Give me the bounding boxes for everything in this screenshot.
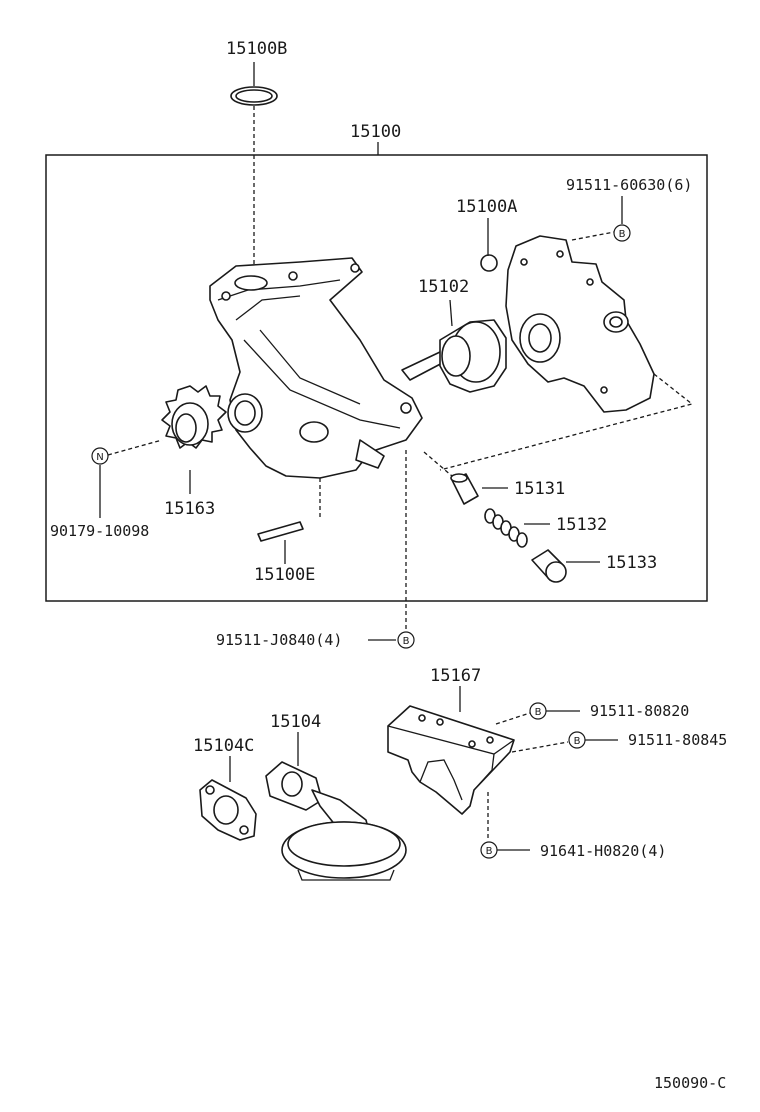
- pump-body-part: [209, 257, 423, 479]
- bolt-symbol-j0840: B: [397, 631, 415, 649]
- label-91511-60630: 91511-60630(6): [566, 176, 692, 194]
- cover-bolt-dash: [571, 231, 615, 241]
- bolt-80845-dash: [511, 741, 569, 753]
- bolt-80820-dash: [495, 712, 531, 725]
- bracket-part: [387, 705, 515, 815]
- label-15102: 15102: [418, 277, 469, 297]
- label-15131: 15131: [514, 479, 565, 499]
- relief-valve-end: [450, 473, 468, 483]
- bolt-symbol-80845: B: [568, 731, 586, 749]
- label-90179-10098: 90179-10098: [50, 522, 149, 540]
- label-15132: 15132: [556, 515, 607, 535]
- label-15163: 15163: [164, 499, 215, 519]
- pin-part: [257, 521, 304, 542]
- label-15100A: 15100A: [456, 197, 517, 217]
- cover-align-dash: [439, 373, 694, 471]
- o-ring-inner: [235, 89, 273, 103]
- svg-text:B: B: [574, 736, 581, 747]
- sprocket-part: [161, 385, 227, 449]
- svg-text:B: B: [619, 229, 626, 240]
- gasket-part: [199, 779, 257, 841]
- strainer-part: [265, 761, 407, 881]
- svg-text:B: B: [486, 846, 493, 857]
- label-15104: 15104: [270, 712, 321, 732]
- label-15100: 15100: [350, 122, 401, 142]
- label-91511-J0840: 91511-J0840(4): [216, 631, 342, 649]
- pump-cover-part: [505, 235, 655, 413]
- svg-text:N: N: [96, 452, 103, 463]
- label-91511-80820: 91511-80820: [590, 702, 689, 720]
- relief-valve-dash: [423, 451, 453, 477]
- plug-part: [531, 549, 567, 583]
- bolt-symbol-h0820: B: [480, 841, 498, 859]
- label-15167: 15167: [430, 666, 481, 686]
- svg-text:B: B: [403, 636, 410, 647]
- svg-text:B: B: [535, 707, 542, 718]
- spring-part: [484, 508, 528, 548]
- bolt-symbol-60630: B: [613, 224, 631, 242]
- rotor-leader: [449, 299, 453, 327]
- nut-symbol-10098: N: [91, 447, 109, 465]
- dowel-part: [480, 254, 498, 272]
- rotor-part: [401, 319, 507, 393]
- label-15133: 15133: [606, 553, 657, 573]
- label-91511-80845: 91511-80845: [628, 731, 727, 749]
- bolt-symbol-80820: B: [529, 702, 547, 720]
- nut-dash: [107, 439, 163, 456]
- assembly-frame: [45, 154, 708, 602]
- diagram-code: 150090-C: [654, 1074, 726, 1092]
- label-15104C: 15104C: [193, 736, 254, 756]
- label-91641-H0820: 91641-H0820(4): [540, 842, 666, 860]
- label-15100E: 15100E: [254, 565, 315, 585]
- label-15100B: 15100B: [226, 39, 287, 59]
